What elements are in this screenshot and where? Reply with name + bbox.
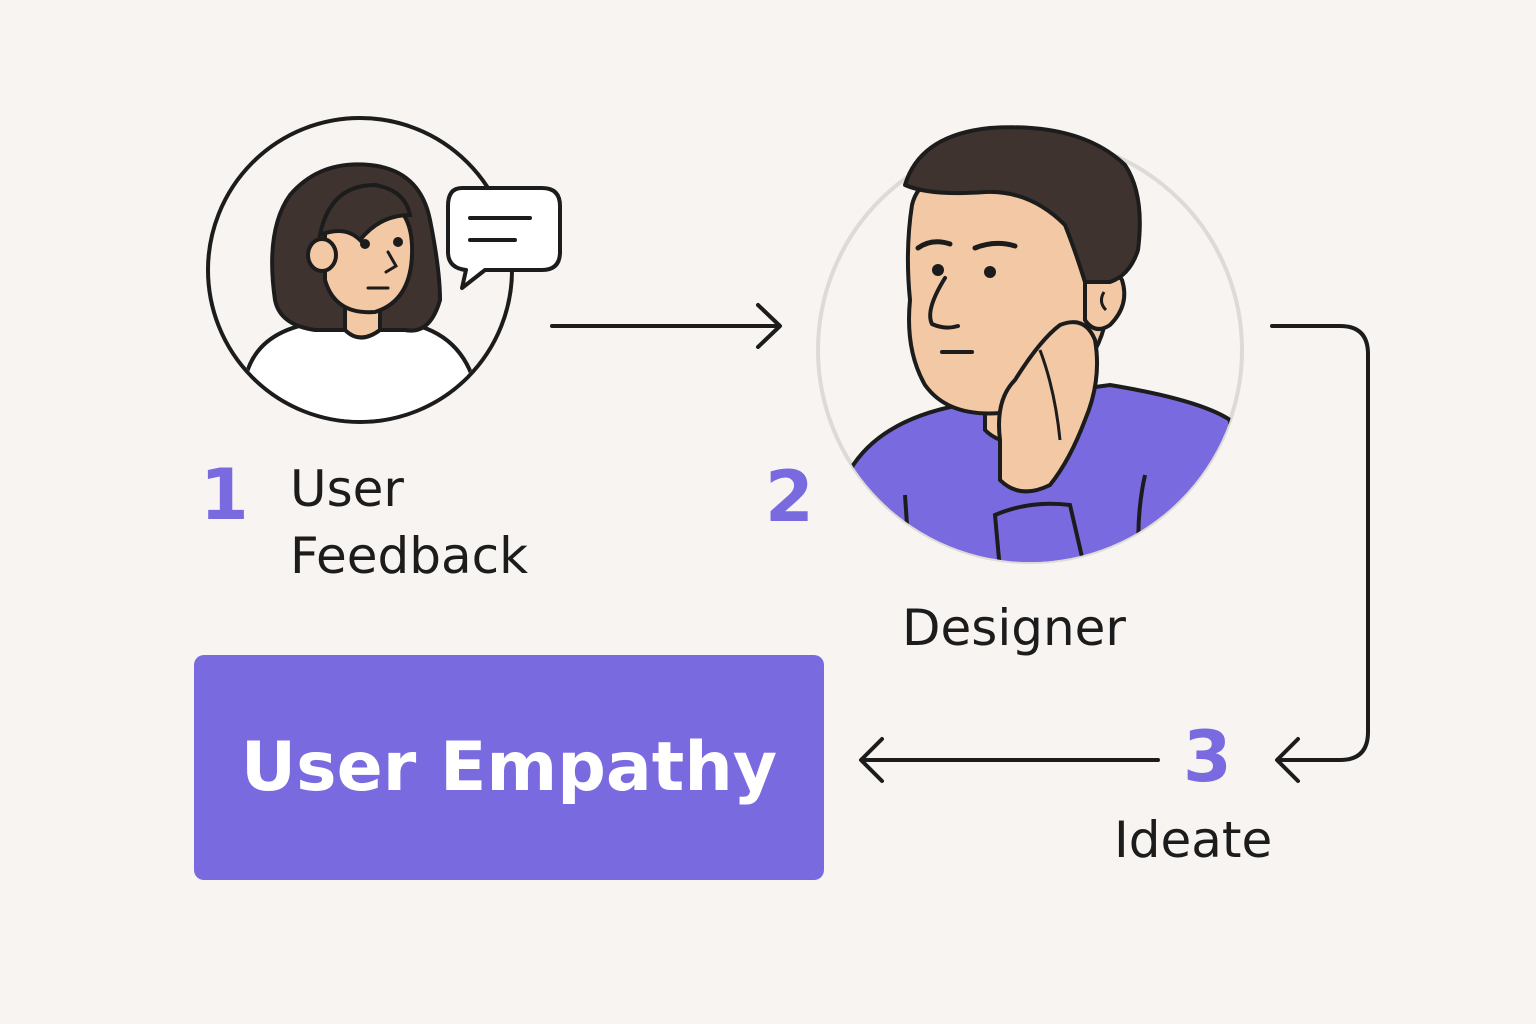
step-1-label-line1: User: [290, 460, 404, 518]
user-empathy-button[interactable]: User Empathy: [194, 655, 824, 880]
user-feedback-icon: [206, 116, 562, 424]
step-1-number: 1: [200, 454, 249, 536]
step-3-label: Ideate: [1114, 811, 1273, 869]
arrow-3-to-result: [859, 737, 1160, 783]
arrow-1-to-2: [550, 303, 782, 349]
arrow-2-to-3: [1270, 324, 1370, 783]
step-2-number: 2: [765, 456, 814, 538]
step-2-label: Designer: [902, 599, 1126, 657]
step-1-label-line2: Feedback: [290, 527, 529, 585]
step-3-number: 3: [1183, 716, 1232, 798]
designer-icon: [816, 125, 1244, 564]
